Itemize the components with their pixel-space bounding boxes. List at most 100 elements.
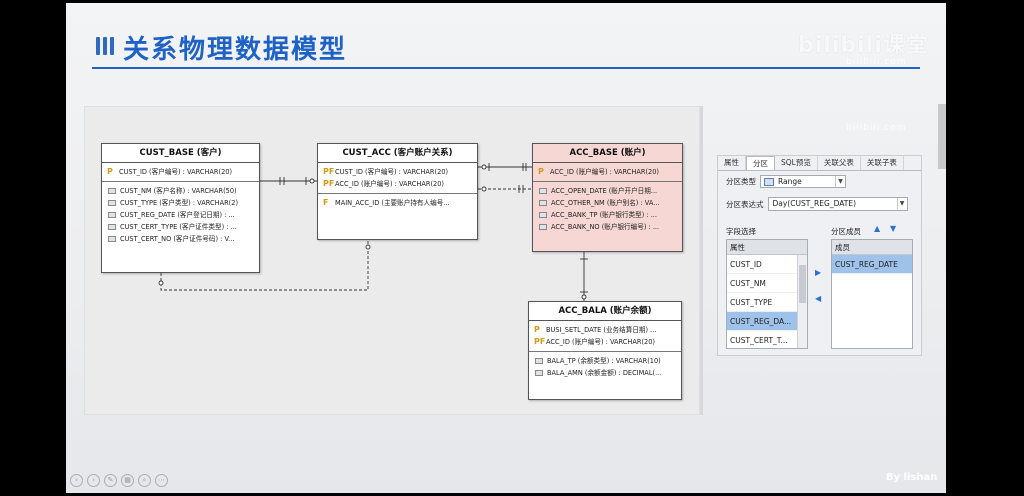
field-list-header: 属性: [727, 240, 807, 255]
key-icon: PF: [323, 167, 335, 176]
properties-tabs: 属性 分区 SQL预览 关联父表 关联子表: [718, 156, 921, 171]
column-icon: [539, 188, 547, 194]
entity-title: CUST_BASE (客户): [102, 144, 259, 163]
partition-expr-row: 分区表达式 Day(CUST_REG_DATE) ▼: [726, 197, 908, 211]
member-list-header: 成员: [832, 240, 912, 255]
grid-icon[interactable]: ▦: [121, 474, 134, 487]
zoom-icon[interactable]: ⌕: [138, 474, 151, 487]
partition-expr-select[interactable]: Day(CUST_REG_DATE) ▼: [767, 197, 908, 211]
column-icon: [539, 224, 547, 230]
column-icon: [108, 212, 116, 218]
chevron-down-icon: ▼: [835, 176, 845, 187]
chevron-down-icon: ▼: [896, 198, 907, 209]
properties-panel: 属性 分区 SQL预览 关联父表 关联子表 分区类型 Range ▼ 分区表达式…: [717, 155, 922, 356]
entity-attribute[interactable]: CUST_CERT_TYPE (客户证件类型) : ...: [107, 221, 254, 233]
triangle-right-icon[interactable]: ▶: [815, 268, 822, 277]
entity-title: ACC_BALA (账户余额): [529, 302, 681, 321]
entity-attribute[interactable]: ACC_BANK_TP (账户银行类型) : ...: [538, 209, 677, 221]
partition-type-label: 分区类型: [726, 177, 756, 186]
entity-title: ACC_BASE (账户): [533, 144, 682, 163]
more-icon[interactable]: ⋯: [155, 474, 168, 487]
pen-icon[interactable]: ✎: [104, 474, 117, 487]
panel-scrollbar[interactable]: [938, 104, 946, 169]
column-icon: [539, 212, 547, 218]
entity-attribute[interactable]: ACC_BANK_NO (账户银行编号) : ...: [538, 221, 677, 233]
tab-attributes[interactable]: 属性: [718, 156, 746, 170]
triangle-left-icon[interactable]: ◀: [815, 294, 822, 303]
slide-toolbar: ‹ › ✎ ▦ ⌕ ⋯: [70, 474, 168, 487]
entity-attr-section: CUST_NM (客户名称) : VARCHAR(50) CUST_TYPE (…: [102, 182, 259, 248]
column-icon: [539, 200, 547, 206]
entity-attr-section: ACC_OPEN_DATE (账户开户日期... ACC_OTHER_NM (账…: [533, 182, 682, 236]
column-icon: [535, 370, 543, 376]
range-icon: [764, 177, 774, 186]
column-icon: [108, 236, 116, 242]
field-list[interactable]: 属性 CUST_ID CUST_NM CUST_TYPE CUST_REG_DA…: [726, 239, 808, 349]
entity-attribute[interactable]: ACC_OPEN_DATE (账户开户日期...: [538, 185, 677, 197]
column-icon: [108, 200, 116, 206]
watermark-sub-2: bilibili.com: [846, 123, 907, 133]
slide-title: 关系物理数据模型: [123, 35, 348, 65]
arrow-up-icon[interactable]: ▲: [874, 224, 881, 233]
key-icon: F: [323, 198, 329, 207]
prev-slide-icon[interactable]: ‹: [70, 474, 83, 487]
field-list-item[interactable]: CUST_TYPE: [727, 293, 799, 312]
field-select-label: 字段选择: [726, 227, 756, 236]
column-icon: [108, 188, 116, 194]
field-list-scrollbar[interactable]: [797, 255, 807, 348]
rel-custbase-custacc-dashed: [160, 240, 369, 291]
arrow-down-icon[interactable]: ▼: [890, 224, 897, 233]
column-icon: [535, 358, 543, 364]
partition-expr-label: 分区表达式: [726, 199, 764, 209]
column-icon: [108, 224, 116, 230]
entity-attribute[interactable]: CUST_CERT_NO (客户证件号码) : V...: [107, 233, 254, 245]
key-icon: P: [538, 167, 544, 176]
partition-members-label: 分区成员: [831, 227, 861, 236]
field-list-item[interactable]: CUST_ID: [727, 255, 799, 274]
tab-parent-tables[interactable]: 关联父表: [818, 156, 861, 170]
partition-type-value: Range: [778, 177, 802, 186]
watermark-sub: bilibili.com: [846, 57, 907, 67]
entity-attribute[interactable]: BALA_AMN (余额金额) : DECIMAL(...: [534, 367, 676, 379]
tab-partition[interactable]: 分区: [746, 156, 775, 170]
field-list-item[interactable]: CUST_CERT_T...: [727, 331, 799, 348]
entity-title: CUST_ACC (客户账户关系): [318, 144, 477, 163]
member-list-item[interactable]: CUST_REG_DATE: [832, 255, 912, 274]
title-bars-decoration: [96, 37, 114, 55]
entity-attribute[interactable]: BALA_TP (余额类型) : VARCHAR(10): [534, 355, 676, 367]
member-list[interactable]: 成员 CUST_REG_DATE: [831, 239, 913, 349]
entity-attribute[interactable]: CUST_REG_DATE (客户登记日期) : ...: [107, 209, 254, 221]
field-list-item-selected[interactable]: CUST_REG_DA...: [727, 312, 799, 331]
tab-child-tables[interactable]: 关联子表: [861, 156, 904, 170]
entity-attribute[interactable]: CUST_TYPE (客户类型) : VARCHAR(2): [107, 197, 254, 209]
entity-attr-section: BALA_TP (余额类型) : VARCHAR(10) BALA_AMN (余…: [529, 352, 681, 382]
canvas-scrollbar[interactable]: [700, 106, 703, 415]
field-list-item[interactable]: CUST_NM: [727, 274, 799, 293]
partition-expr-value: Day(CUST_REG_DATE): [772, 199, 857, 208]
next-slide-icon[interactable]: ›: [87, 474, 100, 487]
watermark: bilibili课堂: [798, 33, 929, 58]
entity-attribute[interactable]: ACC_OTHER_NM (账户别名) : VA...: [538, 197, 677, 209]
partition-type-row: 分区类型 Range ▼: [726, 175, 846, 188]
partition-type-select[interactable]: Range ▼: [760, 175, 846, 188]
relationship-connectors: [158, 163, 588, 301]
tab-sql-preview[interactable]: SQL预览: [775, 156, 818, 170]
entity-attribute[interactable]: CUST_NM (客户名称) : VARCHAR(50): [107, 185, 254, 197]
key-icon: PF: [534, 337, 546, 346]
